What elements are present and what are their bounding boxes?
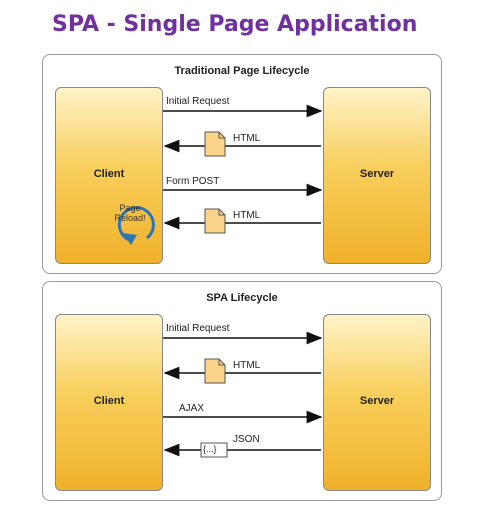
json-braces-text: {...}: [203, 444, 217, 454]
client-label: Client: [93, 168, 125, 180]
server-box: Server: [323, 314, 431, 491]
html-document-icon-2: [204, 208, 226, 234]
page-reload-badge: Page Reload!: [109, 195, 151, 235]
client-box: Client: [55, 314, 163, 491]
initial-request-label: Initial Request: [166, 96, 230, 107]
json-braces-icon: [200, 442, 228, 458]
client-box: Client: [55, 87, 163, 264]
html-label: HTML: [233, 360, 261, 371]
client-label: Client: [93, 395, 125, 407]
form-post-label: Form POST: [166, 176, 220, 187]
traditional-lifecycle-title: Traditional Page Lifecycle: [174, 65, 310, 77]
initial-request-label: Initial Request: [166, 323, 230, 334]
spa-lifecycle-panel: SPA Lifecycle Client Server Initial Requ…: [42, 281, 442, 501]
ajax-label: AJAX: [179, 403, 205, 414]
html-label-2: HTML: [233, 210, 261, 221]
server-label: Server: [359, 168, 395, 180]
spa-lifecycle-title: SPA Lifecycle: [206, 292, 278, 304]
server-box: Server: [323, 87, 431, 264]
traditional-arrows: [117, 104, 323, 245]
reload-icon: [117, 206, 155, 245]
html-document-icon-1: [204, 131, 226, 157]
json-label: JSON: [233, 434, 260, 445]
server-label: Server: [359, 395, 395, 407]
traditional-lifecycle-panel: Traditional Page Lifecycle Client Server: [42, 54, 442, 274]
html-label-1: HTML: [233, 133, 261, 144]
spa-arrows: [163, 331, 323, 458]
page-reload-label: Page Reload!: [114, 203, 146, 223]
html-document-icon: [204, 358, 226, 384]
page-title: SPA - Single Page Application: [52, 12, 418, 37]
